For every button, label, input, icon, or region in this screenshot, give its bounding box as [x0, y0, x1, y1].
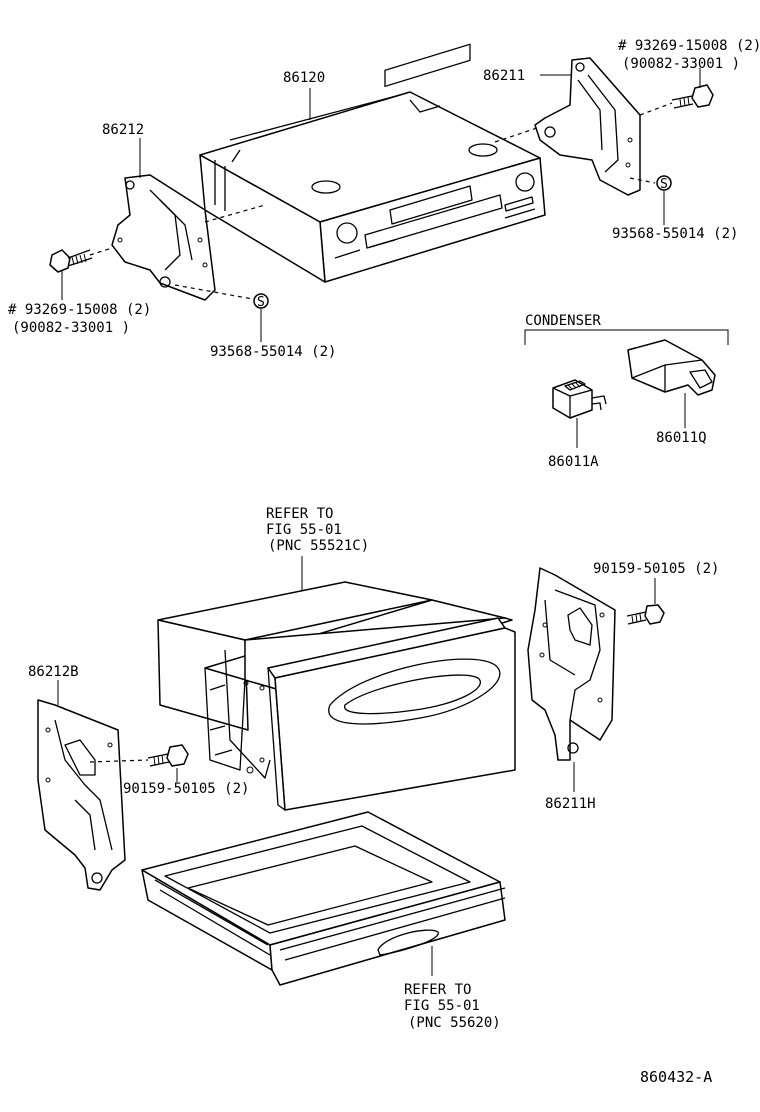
label-bolt-top-right-2: (90082-33001 ): [622, 56, 740, 72]
label-washer-top-right: 93568-55014 (2): [612, 226, 738, 242]
condenser-86011Q: [627, 339, 716, 396]
label-washer-left: 93568-55014 (2): [210, 344, 336, 360]
refer-bottom-line1: REFER TO: [404, 982, 471, 998]
refer-top-line3: (PNC 55521C): [268, 538, 369, 554]
bracket-86212B: [37, 699, 126, 891]
screw-left: [147, 744, 189, 767]
screw-right: [626, 604, 665, 625]
washer-right-symbol: S: [660, 177, 668, 192]
diagram-id: 860432-A: [640, 1068, 712, 1086]
refer-top-line1: REFER TO: [266, 506, 333, 522]
label-86211: 86211: [483, 68, 525, 84]
storage-tray: [141, 811, 506, 986]
refer-bottom-line2: FIG 55-01: [404, 998, 480, 1014]
bracket-86211H: [527, 567, 616, 761]
label-86011Q: 86011Q: [656, 430, 707, 446]
washer-top-right: S: [656, 175, 672, 192]
label-bolt-left-2: (90082-33001 ): [12, 320, 130, 336]
washer-left-symbol: S: [257, 295, 265, 310]
label-86011A: 86011A: [548, 454, 599, 470]
refer-top-line2: FIG 55-01: [266, 522, 342, 538]
label-86212B: 86212B: [28, 664, 79, 680]
refer-bottom-line3: (PNC 55620): [408, 1015, 501, 1031]
radio-receiver: [199, 43, 546, 283]
bracket-86211: [534, 57, 641, 196]
label-86120: 86120: [283, 70, 325, 86]
bracket-86212: [111, 174, 216, 301]
audio-unit: [157, 581, 516, 811]
condenser-title: CONDENSER: [525, 313, 601, 329]
bolt-left: [49, 249, 93, 273]
label-86211H: 86211H: [545, 796, 596, 812]
label-bolt-top-right-1: # 93269-15008 (2): [618, 38, 760, 54]
washer-left: S: [253, 293, 269, 310]
label-screw-right: 90159-50105 (2): [593, 561, 719, 577]
bolt-top-right: [671, 84, 714, 109]
condenser-86011A: [552, 379, 607, 419]
label-86212: 86212: [102, 122, 144, 138]
label-screw-left: 90159-50105 (2): [123, 781, 249, 797]
label-bolt-left-1: # 93269-15008 (2): [8, 302, 151, 318]
